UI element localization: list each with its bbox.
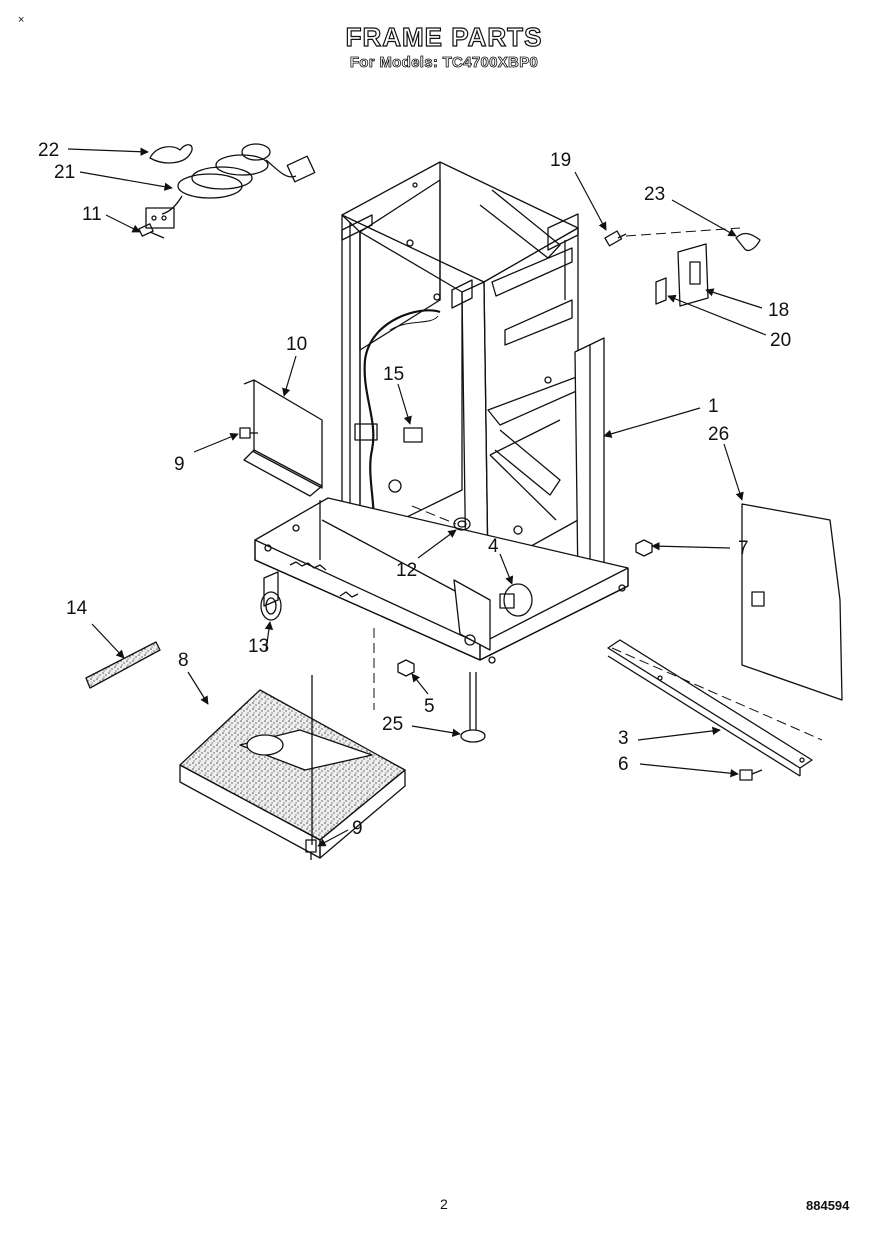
callout-26: 26 <box>708 424 729 445</box>
nut-7 <box>635 539 653 557</box>
screw-6 <box>739 769 763 781</box>
bracket-panel <box>253 379 323 489</box>
callout-20: 20 <box>770 330 791 351</box>
callout-13: 13 <box>248 636 269 657</box>
connector-15 <box>403 427 423 443</box>
caster <box>260 571 282 621</box>
screw-9-lower <box>305 839 317 860</box>
power-cord <box>145 143 316 229</box>
callout-5: 5 <box>424 696 435 717</box>
insulation-pan <box>179 675 406 859</box>
assembly-lines <box>373 227 823 741</box>
base-pan <box>254 497 629 664</box>
cord-clamp <box>149 144 193 164</box>
page-number: 2 <box>440 1196 448 1212</box>
document-number: 884594 <box>806 1198 850 1213</box>
callout-22: 22 <box>38 140 59 161</box>
callout-3: 3 <box>618 728 629 749</box>
nut-5 <box>397 659 415 677</box>
screw-11 <box>138 223 165 239</box>
corner-mark: × <box>18 14 25 26</box>
callout-6: 6 <box>618 754 629 775</box>
callout-19: 19 <box>550 150 571 171</box>
leveling-leg-25 <box>460 672 486 743</box>
callout-15: 15 <box>383 364 404 385</box>
leader-lines <box>67 147 767 847</box>
callout-9-upper: 9 <box>174 454 185 475</box>
side-panel <box>741 503 843 701</box>
clip-23 <box>735 232 761 252</box>
side-panel-slot <box>751 591 765 607</box>
callout-9-lower: 9 <box>352 818 363 839</box>
callout-10: 10 <box>286 334 307 355</box>
callout-21: 21 <box>54 162 75 183</box>
callout-25: 25 <box>382 714 403 735</box>
callout-4: 4 <box>488 536 499 557</box>
page-title: FRAME PARTS <box>345 21 543 52</box>
callout-14: 14 <box>66 598 88 619</box>
callout-23: 23 <box>644 184 665 205</box>
motor-4 <box>499 583 533 617</box>
screw-19 <box>604 230 627 247</box>
callout-8: 8 <box>178 650 189 671</box>
strip <box>85 641 161 689</box>
callout-11: 11 <box>82 204 102 225</box>
switch-assembly <box>655 243 709 307</box>
frame-tower <box>341 161 605 619</box>
model-subtitle: For Models: TC4700XBP0 <box>349 54 539 72</box>
callout-7: 7 <box>738 538 749 559</box>
callout-18: 18 <box>768 300 789 321</box>
screw-9-upper <box>239 427 258 439</box>
callout-1: 1 <box>708 396 719 417</box>
grommet-12 <box>453 517 471 531</box>
callout-12: 12 <box>396 560 417 581</box>
rail <box>607 639 813 777</box>
